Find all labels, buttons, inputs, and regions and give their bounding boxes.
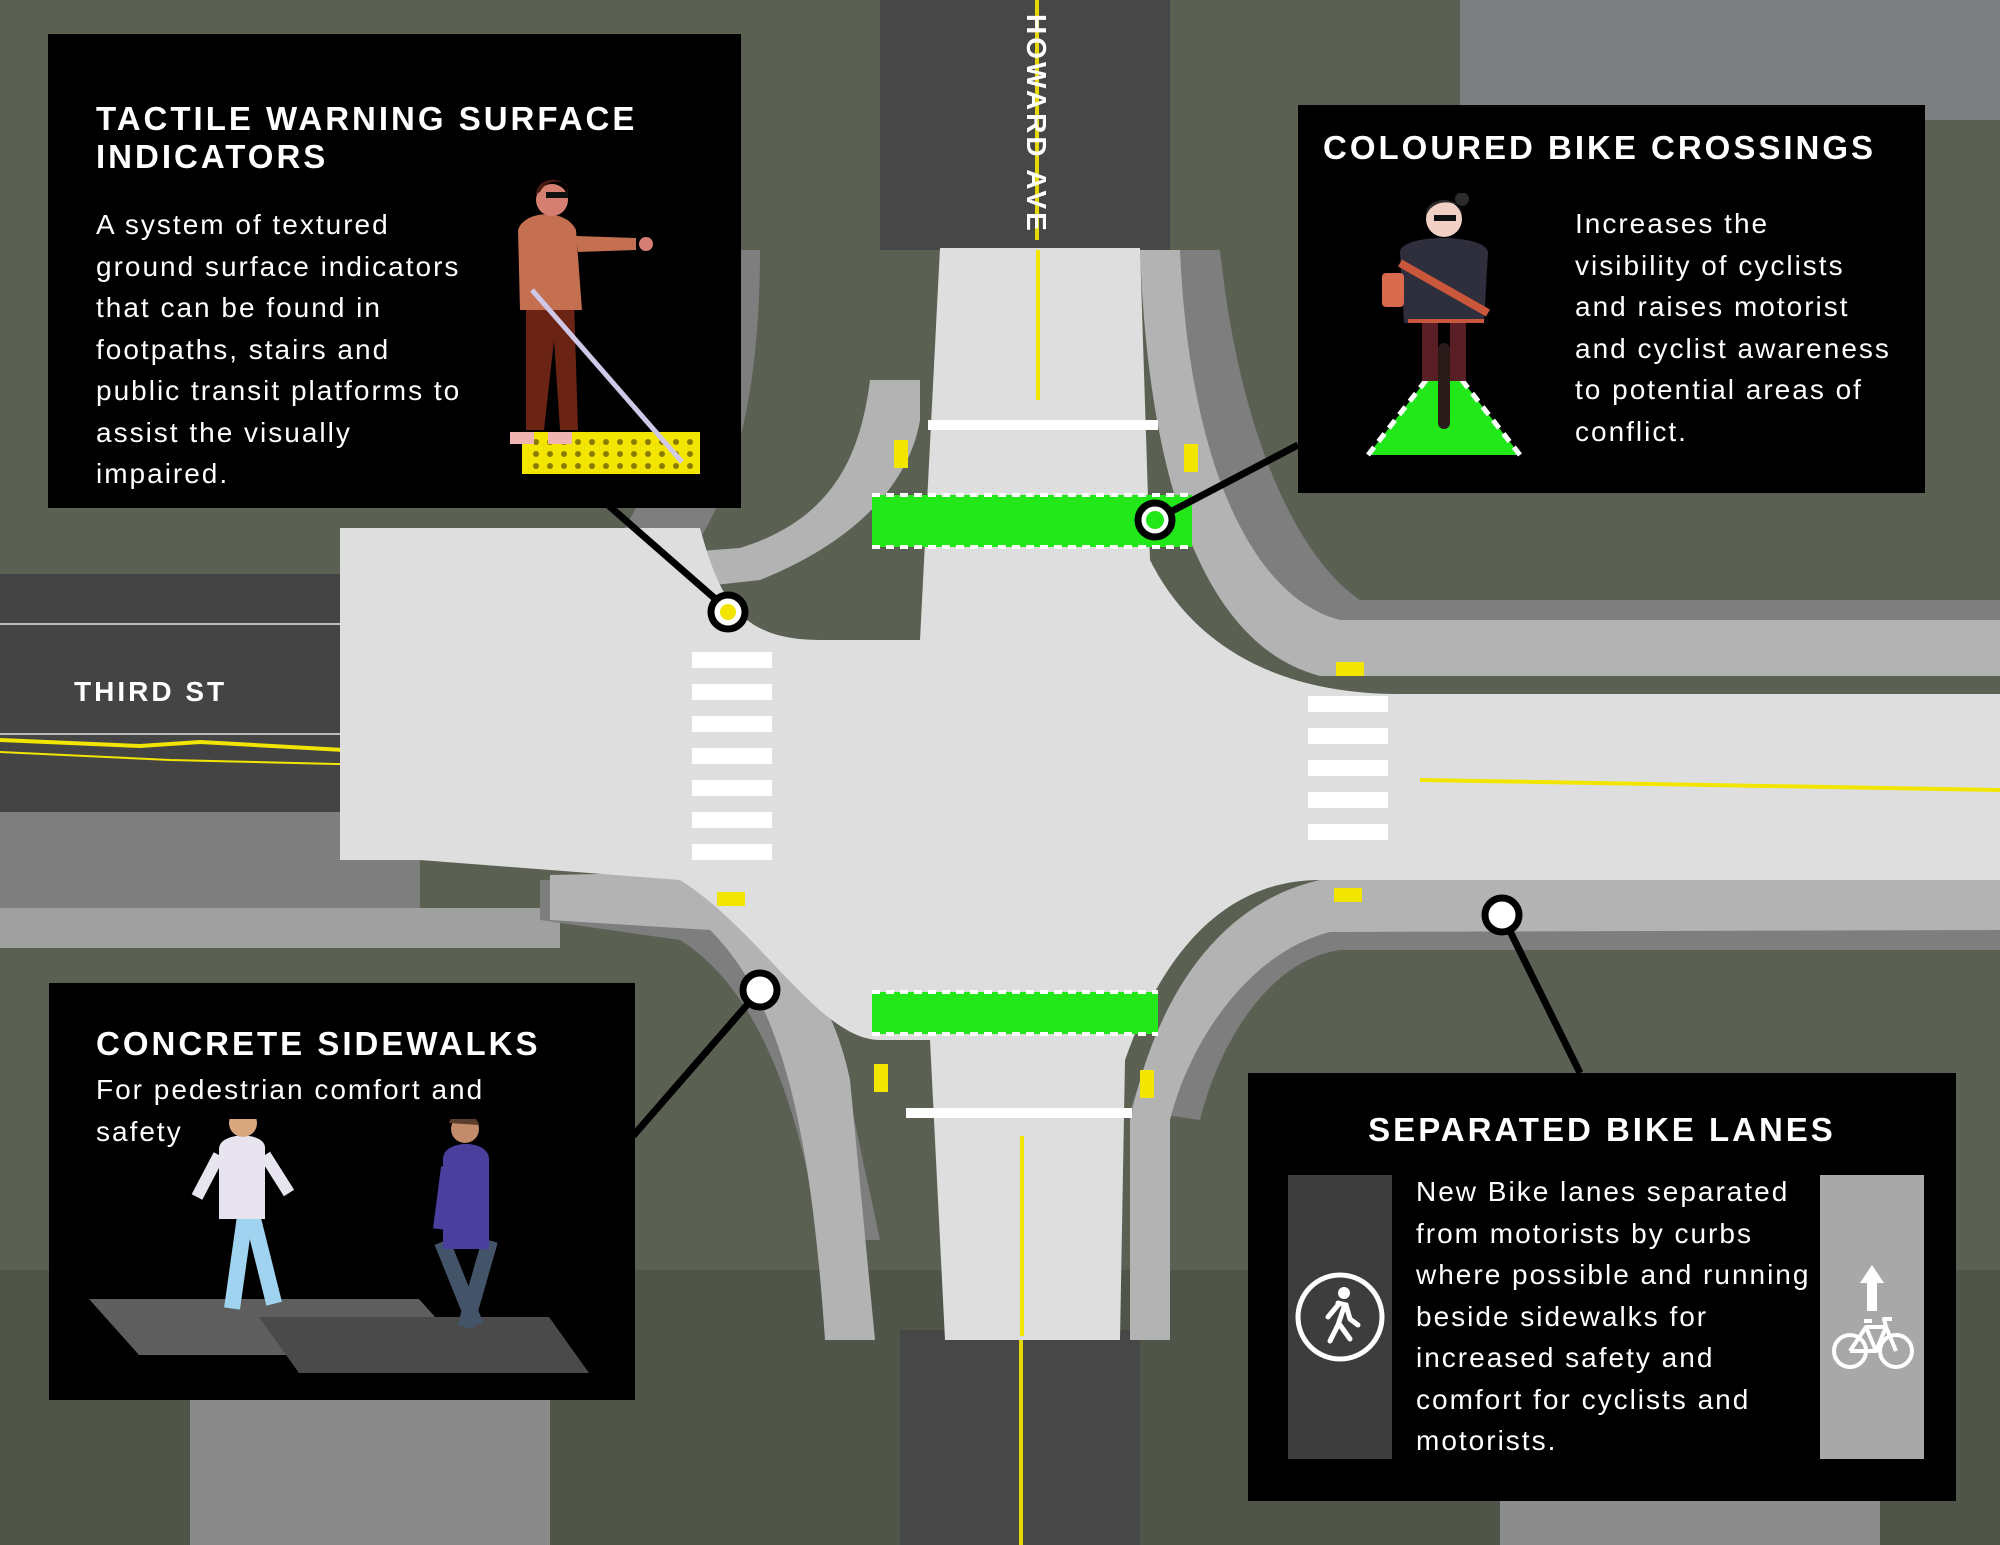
- pedestrians-walking-illustration: [89, 1119, 589, 1373]
- coloured-bike-crossings-title: COLOURED BIKE CROSSINGS: [1323, 129, 1877, 166]
- bicycle-icon: [1832, 1265, 1914, 1369]
- cyclist-on-green-crossing-illustration: [1366, 193, 1522, 457]
- street-label-howard-ave: HOWARD AVE: [1021, 14, 1052, 234]
- tactile-warning-body: A system of textured ground surface indi…: [96, 209, 462, 489]
- coloured-bike-crossings-panel: COLOURED BIKE CROSSINGS Increases the vi…: [1298, 105, 1925, 493]
- concrete-sidewalks-title: CONCRETE SIDEWALKS: [96, 1025, 541, 1062]
- visually-impaired-pedestrian-illustration: [510, 179, 700, 474]
- street-label-third-st: THIRD ST: [74, 676, 228, 707]
- tactile-warning-title: TACTILE WARNING SURFACE INDICATORS: [96, 100, 638, 175]
- separated-bike-lanes-panel: SEPARATED BIKE LANES New Bike lanes sepa…: [1248, 1073, 1956, 1501]
- separated-bike-lanes-title: SEPARATED BIKE LANES: [1368, 1111, 1836, 1148]
- concrete-sidewalks-body: For pedestrian comfort and safety: [96, 1074, 485, 1147]
- coloured-bike-crossings-body: Increases the visibility of cyclists and…: [1575, 208, 1891, 447]
- pedestrian-lane-swatch: [1288, 1175, 1392, 1459]
- pedestrian-circle-icon: [1295, 1272, 1385, 1362]
- tactile-warning-panel: TACTILE WARNING SURFACE INDICATORS A sys…: [48, 34, 741, 508]
- separated-bike-lanes-body: New Bike lanes separated from motorists …: [1416, 1176, 1811, 1456]
- arrow-up-icon: [1860, 1265, 1884, 1311]
- concrete-sidewalks-panel: CONCRETE SIDEWALKS For pedestrian comfor…: [49, 983, 635, 1400]
- bike-lane-swatch: [1820, 1175, 1924, 1459]
